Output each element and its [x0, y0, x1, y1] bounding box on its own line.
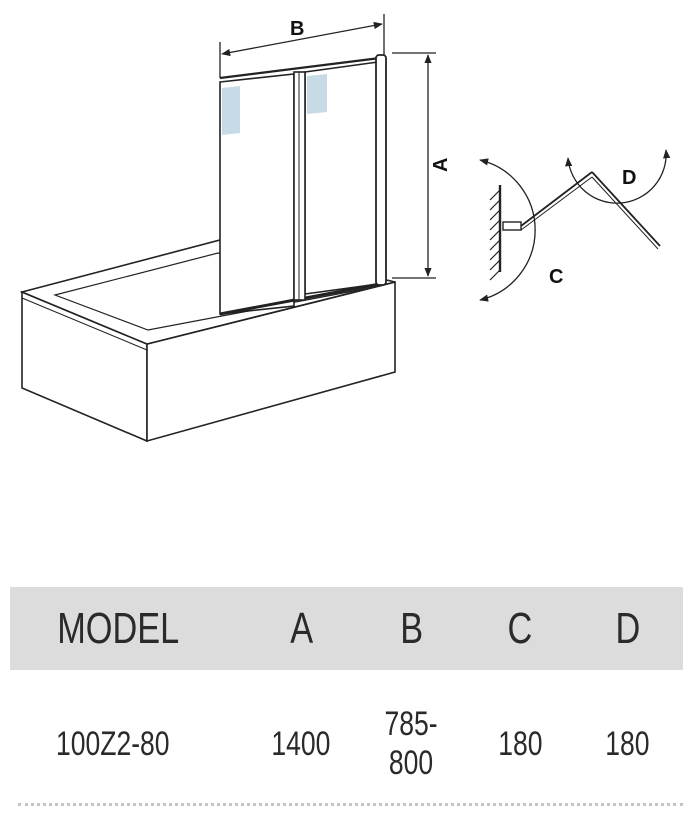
wall-hatching — [489, 189, 501, 281]
table-header-row: MODEL A B C D — [10, 587, 683, 670]
wall-profile — [375, 54, 387, 286]
dimension-b-label: B — [290, 18, 304, 40]
glass-tint-right — [307, 74, 327, 114]
header-a: A — [248, 587, 355, 670]
wall-bracket — [502, 221, 522, 231]
panel-1-line — [520, 171, 593, 227]
rotation-arc-d — [565, 149, 671, 204]
bath-screen-diagram: B A — [19, 14, 671, 443]
rotation-top-view — [479, 149, 671, 302]
diagram-svg: B A — [19, 14, 671, 443]
cell-a: 1400 — [271, 724, 331, 763]
dimension-a — [392, 52, 436, 279]
header-d: D — [572, 587, 683, 670]
header-c: C — [468, 587, 573, 670]
glass-tint-left — [222, 86, 240, 135]
header-b: B — [354, 587, 469, 670]
header-model: MODEL — [10, 587, 249, 670]
rotation-c-label: C — [549, 266, 563, 288]
panel-2-line — [591, 171, 661, 247]
table-row: 100Z2-80 1400 785-800 180 180 — [10, 670, 683, 818]
dotted-divider — [18, 803, 683, 806]
cell-c: 180 — [498, 724, 543, 763]
glass-screen — [219, 54, 387, 316]
cell-d: 180 — [605, 724, 650, 763]
cell-model: 100Z2-80 — [56, 724, 170, 763]
cell-b: 785-800 — [384, 705, 438, 782]
dimension-b — [219, 14, 385, 78]
dimension-a-label: A — [430, 158, 452, 172]
left-glass-panel — [219, 73, 295, 315]
specification-table: MODEL A B C D 100Z2-80 1400 785-800 180 … — [10, 587, 683, 818]
rotation-arc-c — [479, 158, 536, 302]
rotation-d-label: D — [622, 167, 636, 189]
